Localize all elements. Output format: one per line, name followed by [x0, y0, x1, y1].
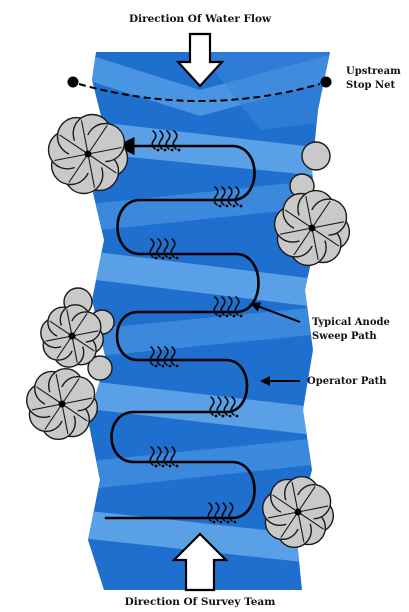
stop-net-label-line2: Stop Net [346, 80, 395, 91]
tree-lower-right [263, 477, 334, 548]
typical-anode-label-line2: Sweep Path [312, 331, 377, 342]
typical-anode-label-line1: Typical Anode [312, 317, 390, 328]
direction-of-water-flow-label: Direction Of Water Flow [129, 13, 272, 25]
tree-upper-right [275, 191, 350, 266]
stop-net-right-post [321, 77, 332, 88]
tree-upper-left [49, 115, 128, 194]
stop-net-left-post [68, 77, 79, 88]
shrub [302, 142, 330, 170]
tree-mid-left-a [41, 305, 103, 367]
operator-path-label: Operator Path [307, 376, 387, 387]
direction-of-survey-team-label: Direction Of Survey Team [125, 596, 276, 608]
stop-net-label-line1: Upstream [346, 66, 401, 77]
tree-mid-left-b [27, 369, 98, 440]
